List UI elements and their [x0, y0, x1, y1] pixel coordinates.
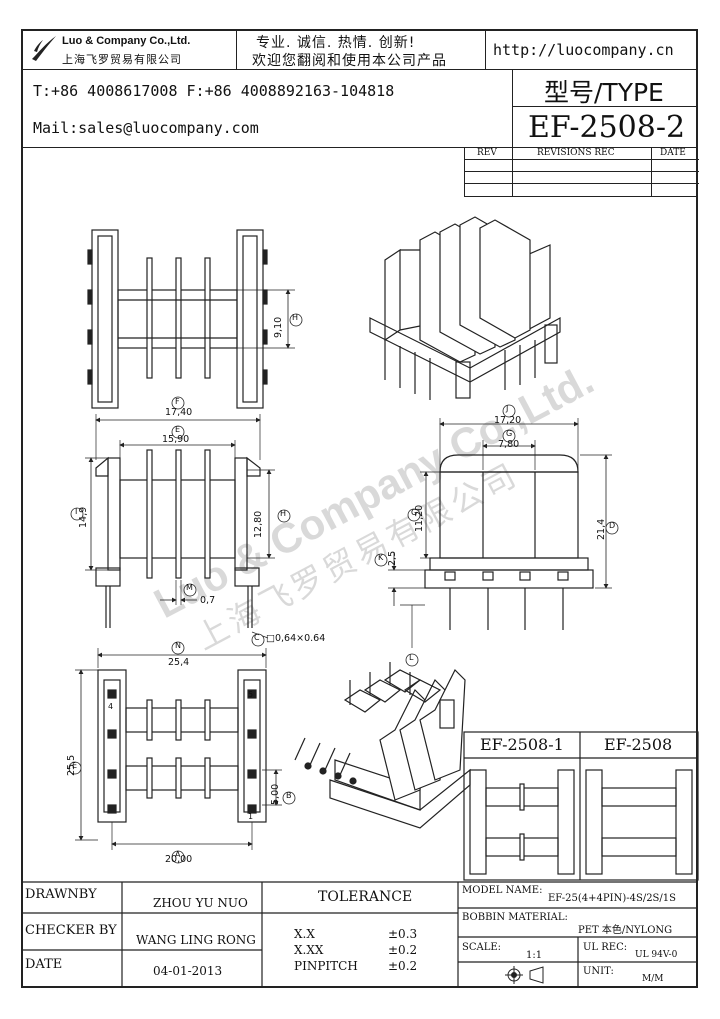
bobbin-material-label: BOBBIN MATERIAL:	[462, 912, 568, 923]
type-mid-divider	[512, 106, 698, 107]
tag-g-side: G	[411, 508, 418, 517]
tag-b: B	[286, 791, 292, 800]
isometric-view-bottom	[294, 662, 471, 829]
dim-bottom-width: 25,4	[168, 657, 190, 668]
variants-box	[463, 731, 699, 881]
side-view	[87, 229, 295, 409]
pin-number-5: 5	[248, 690, 254, 699]
tag-i: I	[75, 507, 78, 516]
tag-h-side: H	[292, 313, 299, 322]
dim-right-width: 17,20	[494, 415, 522, 426]
tol-xx-label: X.X	[294, 927, 315, 941]
slogan-line-1: 专业. 诚信. 热情. 创新!	[256, 35, 416, 51]
dim-front-inner-width: 15,90	[162, 434, 190, 445]
dim-front-outer-width: 17,40	[165, 407, 193, 418]
type-value: EF-2508-2	[528, 110, 686, 145]
checker-label: CHECKER BY	[25, 923, 117, 938]
dim-side-height: 9,10	[273, 316, 284, 338]
variant-title-right: EF-2508	[604, 735, 673, 754]
bottom-view	[75, 648, 282, 850]
logo-divider	[236, 29, 237, 69]
header-divider	[21, 69, 698, 70]
tag-k: K	[378, 553, 384, 562]
revision-table: REV REVISIONS REC DATE	[464, 147, 699, 197]
swoosh-logo-icon	[32, 36, 56, 61]
drawnby-value: ZHOU YU NUO	[153, 896, 248, 910]
tag-e-front: E	[175, 425, 181, 434]
unit-value: M/M	[642, 974, 664, 984]
model-name-value: EF-25(4+4PIN)-4S/2S/1S	[548, 893, 676, 904]
dim-pin-size: □0,64×0.64	[266, 633, 326, 644]
tol-pin-value: ±0.2	[388, 959, 418, 973]
dim-front-height: 14,9	[78, 506, 89, 528]
slogan-divider	[485, 29, 486, 69]
tag-m: M	[186, 583, 193, 592]
tol-xxx-label: X.XX	[294, 943, 324, 957]
bobbin-material-value: PET 本色/NYLONG	[578, 925, 673, 936]
type-divider	[512, 69, 513, 147]
date-column-header: DATE	[660, 148, 686, 158]
rev-column-header: REV	[477, 148, 497, 158]
company-logo	[30, 33, 58, 63]
pin-number-1: 1	[248, 812, 254, 821]
email-link[interactable]: Mail:sales@luocompany.com	[33, 119, 259, 137]
phone-fax: T:+86 4008617008 F:+86 4008892163-104818	[33, 82, 395, 100]
tol-pin-label: PINPITCH	[294, 959, 358, 973]
ul-rec-label: UL REC:	[583, 942, 628, 953]
tag-a: A	[175, 850, 181, 859]
type-label: 型号/TYPE	[544, 78, 664, 107]
dim-front-flange-height: 12,80	[253, 510, 264, 538]
revisions-column-header: REVISIONS REC	[537, 148, 615, 158]
company-name-cn: 上海飞罗贸易有限公司	[62, 53, 182, 66]
dim-front-flange-gap: 0,7	[200, 595, 216, 606]
tag-h-front: H	[280, 509, 287, 518]
dim-right-height: 21,4	[596, 518, 607, 540]
tag-j: J	[506, 404, 509, 413]
isometric-view-top	[369, 216, 561, 400]
ul-rec-value: UL 94V-0	[635, 950, 678, 960]
drawnby-label: DRAWNBY	[25, 887, 97, 902]
tag-n: N	[175, 641, 181, 650]
slogan-line-2: 欢迎您翻阅和使用本公司产品	[252, 53, 447, 69]
dim-right-base-height: 2,5	[387, 550, 398, 566]
scale-label: SCALE:	[462, 942, 502, 953]
pin-number-4: 4	[108, 702, 114, 711]
tag-g-top: G	[506, 429, 513, 438]
date-label: DATE	[25, 957, 63, 972]
front-view	[85, 414, 275, 639]
dim-right-core-width: 7,80	[498, 439, 520, 450]
dim-bottom-pin-pitch: 5,00	[270, 783, 281, 805]
tolerance-label: TOLERANCE	[318, 889, 413, 905]
title-block-grid	[21, 881, 698, 988]
checker-value: WANG LING RONG	[136, 933, 256, 947]
tag-e-bottom: E	[72, 761, 78, 770]
date-value: 04-01-2013	[153, 964, 223, 978]
drawing-frame	[21, 29, 698, 988]
company-name-en: Luo & Company Co.,Ltd.	[62, 35, 191, 47]
unit-label: UNIT:	[583, 966, 614, 977]
contact-divider	[21, 147, 698, 148]
projection-symbol-icon	[505, 966, 544, 984]
variant-title-left: EF-2508-1	[480, 735, 564, 754]
tag-d: D	[609, 521, 616, 530]
tag-f: F	[175, 397, 180, 406]
tol-xxx-value: ±0.2	[388, 943, 418, 957]
right-view	[388, 418, 612, 648]
tag-c: C	[254, 633, 260, 642]
model-name-label: MODEL NAME:	[462, 885, 543, 896]
tol-xx-value: ±0.3	[388, 927, 418, 941]
tag-l: L	[409, 653, 414, 662]
scale-value: 1:1	[526, 950, 543, 961]
website-link[interactable]: http://luocompany.cn	[493, 41, 674, 59]
dim-bottom-row-pitch: 20,00	[165, 854, 193, 865]
